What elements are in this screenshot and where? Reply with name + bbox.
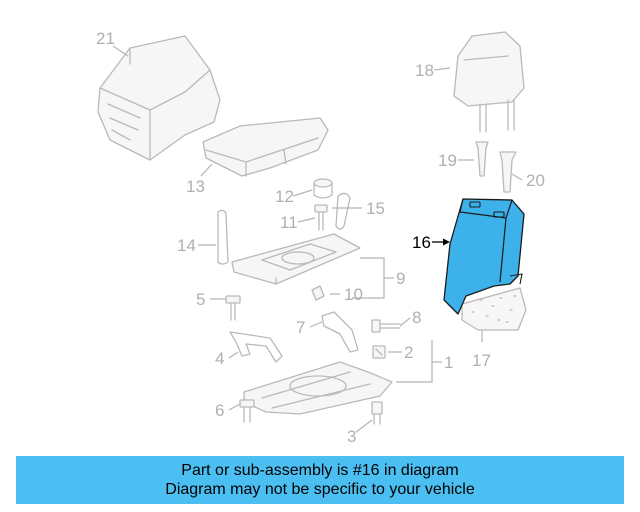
part-7-latch: [321, 311, 359, 353]
part-15-clip: [335, 192, 351, 230]
callout-3: 3: [347, 427, 356, 446]
callout-2: 2: [404, 343, 413, 362]
part-4-bracket: [229, 331, 283, 363]
callout-17: 17: [472, 351, 491, 370]
part-20-headrest-guide: [499, 151, 517, 193]
part-2-nut: [372, 345, 386, 359]
callout-21: 21: [96, 29, 115, 48]
callout-6: 6: [215, 401, 224, 420]
part-12-cap: [313, 178, 333, 199]
part-10-clip: [311, 285, 325, 301]
part-11-bolt: [314, 204, 328, 231]
callout-20: 20: [526, 171, 545, 190]
banner-line-2: Diagram may not be specific to your vehi…: [165, 481, 475, 498]
callout-10: 10: [344, 285, 363, 304]
callout-16: 16: [412, 233, 431, 252]
part-8-bolt: [371, 319, 401, 333]
callout-1: 1: [444, 353, 453, 372]
part-17-back-panel: [461, 287, 527, 331]
part-14-strap: [217, 209, 229, 265]
callout-14: 14: [177, 236, 196, 255]
callout-11: 11: [280, 213, 298, 232]
callout-16-arrow: [432, 238, 450, 246]
part-5-bolt: [225, 295, 241, 321]
callout-15: 15: [366, 199, 385, 218]
part-18-headrest: [453, 31, 525, 133]
callout-9: 9: [396, 269, 405, 288]
callout-5: 5: [196, 290, 205, 309]
callout-19: 19: [438, 151, 457, 170]
callout-18: 18: [415, 61, 434, 80]
part-3-bolt: [371, 401, 383, 425]
callout-8: 8: [412, 308, 421, 327]
parts-diagram: 21 13 18 19 20 12 11 15 14 9 10 5 7 8 4 …: [96, 29, 545, 446]
callout-13: 13: [186, 177, 205, 196]
callout-7: 7: [296, 318, 305, 337]
part-9-tray-panel: [231, 233, 361, 285]
leader-lines: [112, 45, 523, 433]
banner-line-1: Part or sub-assembly is #16 in diagram: [181, 462, 459, 479]
part-16-seat-back-highlighted[interactable]: [443, 198, 525, 315]
part-19-headrest-guide: [475, 141, 489, 177]
callout-4: 4: [215, 349, 224, 368]
info-banner: Part or sub-assembly is #16 in diagram D…: [16, 456, 624, 504]
callout-12: 12: [275, 187, 294, 206]
part-1-base-frame: [243, 361, 393, 415]
part-6-bolt: [239, 399, 255, 423]
part-13-armrest-pad: [202, 117, 329, 177]
part-21-armrest-box: [97, 35, 221, 161]
